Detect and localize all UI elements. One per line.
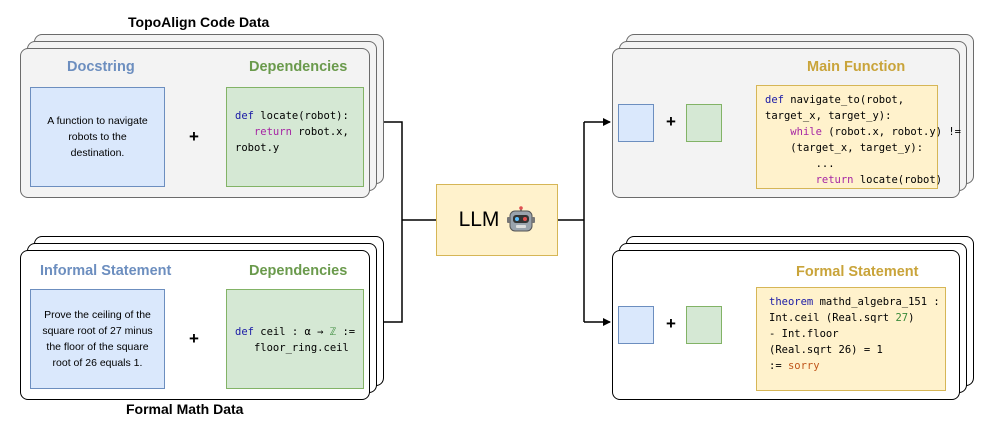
- code-keyword: theorem: [769, 296, 814, 308]
- code-keyword: def: [765, 94, 784, 106]
- plus-sign: +: [666, 112, 676, 131]
- code-line: (Real.sqrt 26) = 1: [769, 344, 883, 356]
- code-line: ceil : α →: [253, 326, 330, 338]
- code-line: floor_ring.ceil: [253, 342, 349, 354]
- robot-icon: [507, 206, 536, 234]
- docstring-text: A function to navigate robots to the des…: [47, 115, 148, 159]
- code-keyword: ℤ: [329, 326, 337, 338]
- code-keyword: while: [790, 126, 822, 138]
- code-line: :=: [769, 360, 788, 372]
- math-dependencies-box: def ceil : α → ℤ := floor_ring.ceil: [226, 289, 364, 389]
- code-line: (target_x, target_y):: [790, 142, 924, 154]
- informal-statement-box: Prove the ceiling of the square root of …: [30, 289, 165, 389]
- informal-statement-text: Prove the ceiling of the square root of …: [42, 309, 153, 369]
- llm-label: LLM: [458, 208, 500, 231]
- main-function-code: def navigate_to(robot, target_x, target_…: [765, 92, 961, 188]
- math-input-card: Informal Statement Dependencies Prove th…: [20, 250, 370, 400]
- plus-sign: +: [189, 127, 199, 146]
- input-bracket-line: [368, 121, 403, 323]
- code-dependencies-code: def locate(robot): return robot.x, robot…: [235, 108, 349, 156]
- formal-statement-header: Formal Statement: [796, 264, 919, 280]
- bottom-title: Formal Math Data: [126, 401, 244, 417]
- formal-statement-code-box: theorem mathd_algebra_151 : Int.ceil (Re…: [756, 287, 946, 391]
- code-line: locate(robot): [853, 174, 943, 186]
- math-output-card: Formal Statement + theorem mathd_algebra…: [612, 250, 960, 400]
- code-output-card: Main Function + def navigate_to(robot, t…: [612, 48, 961, 198]
- placeholder-blue-box: [618, 104, 654, 142]
- formal-statement-code: theorem mathd_algebra_151 : Int.ceil (Re…: [769, 294, 940, 374]
- code-line: (robot.x, robot.y) !=: [821, 126, 961, 138]
- docstring-box: A function to navigate robots to the des…: [30, 87, 165, 187]
- code-line: :=: [336, 326, 356, 338]
- code-keyword: def: [235, 110, 254, 122]
- code-line: navigate_to(robot,: [783, 94, 905, 106]
- code-keyword: return: [815, 174, 854, 186]
- code-line: Int.ceil (Real.sqrt: [769, 312, 896, 324]
- code-number: 27: [895, 312, 909, 324]
- plus-sign: +: [189, 329, 199, 348]
- code-line: - Int.floor: [769, 328, 839, 340]
- code-line: locate(robot):: [253, 110, 349, 122]
- code-keyword: return: [253, 126, 292, 138]
- code-line: ...: [815, 158, 835, 170]
- placeholder-green-box: [686, 104, 722, 142]
- math-dependencies-code: def ceil : α → ℤ := floor_ring.ceil: [235, 324, 355, 356]
- docstring-header: Docstring: [67, 59, 135, 75]
- placeholder-green-box: [686, 306, 722, 344]
- llm-box: LLM: [436, 184, 558, 256]
- code-line: ): [908, 312, 915, 324]
- code-dependencies-header: Dependencies: [249, 59, 348, 75]
- code-line: mathd_algebra_151 :: [813, 296, 940, 308]
- code-input-card: Docstring Dependencies A function to nav…: [20, 48, 370, 198]
- placeholder-blue-box: [618, 306, 654, 344]
- code-line: robot.y: [235, 142, 280, 154]
- informal-statement-header: Informal Statement: [40, 263, 172, 279]
- code-keyword: def: [235, 326, 254, 338]
- code-line: target_x, target_y):: [765, 110, 892, 122]
- main-function-code-box: def navigate_to(robot, target_x, target_…: [756, 85, 961, 189]
- math-dependencies-header: Dependencies: [249, 263, 348, 279]
- code-dependencies-box: def locate(robot): return robot.x, robot…: [226, 87, 364, 187]
- code-keyword: sorry: [787, 360, 820, 372]
- plus-sign: +: [666, 314, 676, 333]
- top-title: TopoAlign Code Data: [128, 14, 270, 30]
- code-line: robot.x,: [291, 126, 349, 138]
- main-function-header: Main Function: [807, 59, 906, 75]
